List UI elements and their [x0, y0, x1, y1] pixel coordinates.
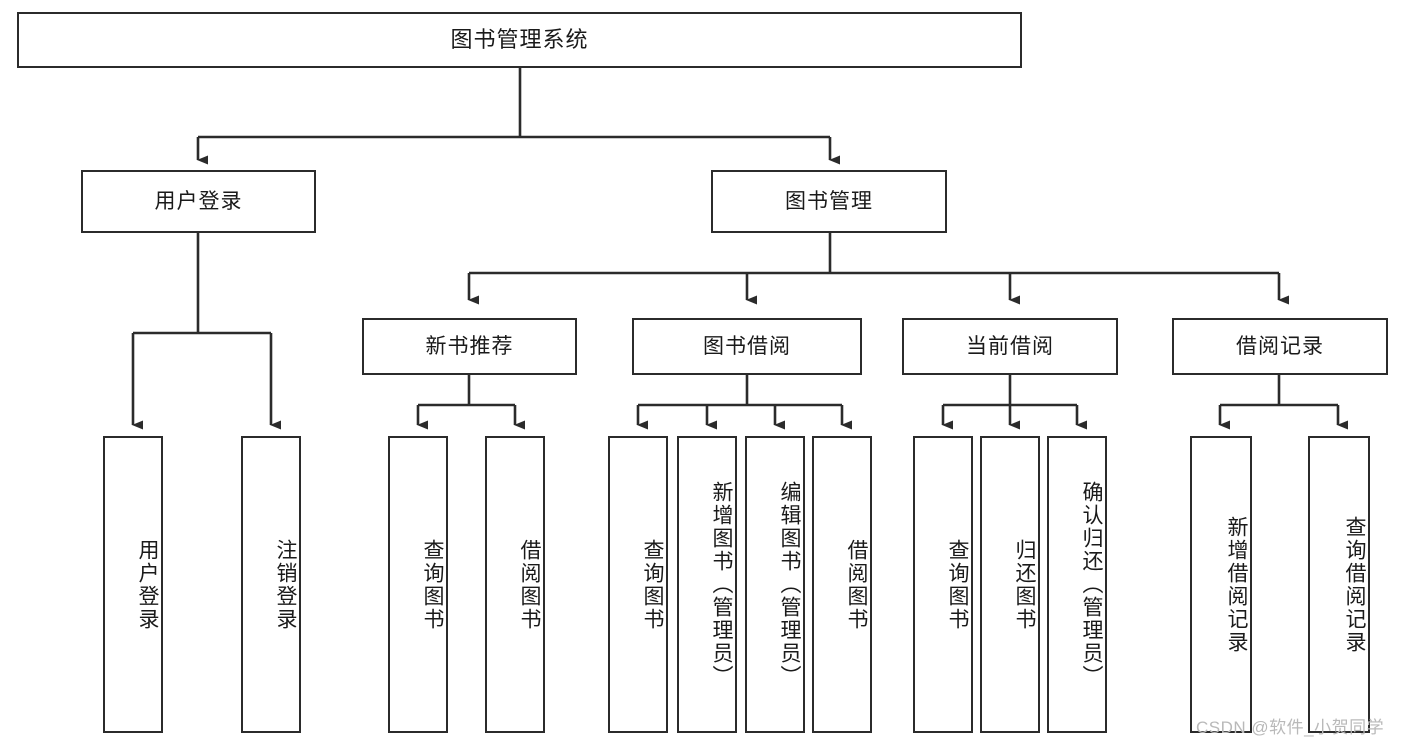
leaf-record-query-record[interactable]: 查询借阅记录 [1308, 436, 1370, 733]
node-label: 查询图书 [421, 538, 444, 631]
node-new-book-recommend[interactable]: 新书推荐 [362, 318, 577, 375]
node-label: 新书推荐 [425, 334, 514, 358]
leaf-recommend-query-book[interactable]: 查询图书 [388, 436, 448, 733]
node-label: 确认归还（管理员） [1080, 481, 1103, 688]
node-user-login[interactable]: 用户登录 [81, 170, 316, 233]
node-label: 新增图书（管理员） [710, 481, 733, 688]
leaf-current-confirm-return-admin[interactable]: 确认归还（管理员） [1047, 436, 1107, 733]
node-label: 图书借阅 [703, 334, 791, 358]
leaf-borrow-borrow-book[interactable]: 借阅图书 [812, 436, 872, 733]
leaf-borrow-add-book-admin[interactable]: 新增图书（管理员） [677, 436, 737, 733]
node-label: 用户登录 [154, 189, 243, 213]
node-current-borrow[interactable]: 当前借阅 [902, 318, 1118, 375]
node-label: 编辑图书（管理员） [778, 481, 801, 688]
leaf-borrow-query-book[interactable]: 查询图书 [608, 436, 668, 733]
leaf-borrow-edit-book-admin[interactable]: 编辑图书（管理员） [745, 436, 805, 733]
leaf-current-query-book[interactable]: 查询图书 [913, 436, 973, 733]
node-borrow-record[interactable]: 借阅记录 [1172, 318, 1388, 375]
node-label: 借阅图书 [845, 538, 868, 631]
node-label: 借阅图书 [518, 538, 541, 631]
node-label: 新增借阅记录 [1225, 515, 1248, 654]
node-label: 查询图书 [946, 538, 969, 631]
node-label: 归还图书 [1013, 538, 1036, 631]
node-root-system[interactable]: 图书管理系统 [17, 12, 1022, 68]
leaf-user-login-logout[interactable]: 注销登录 [241, 436, 301, 733]
leaf-current-return-book[interactable]: 归还图书 [980, 436, 1040, 733]
node-book-borrow[interactable]: 图书借阅 [632, 318, 862, 375]
node-label: 图书管理系统 [450, 26, 589, 52]
node-label: 用户登录 [136, 538, 159, 631]
leaf-recommend-borrow-book[interactable]: 借阅图书 [485, 436, 545, 733]
node-label: 注销登录 [274, 538, 297, 631]
node-book-management[interactable]: 图书管理 [711, 170, 947, 233]
leaf-user-login-login[interactable]: 用户登录 [103, 436, 163, 733]
node-label: 查询图书 [641, 538, 664, 631]
watermark-text: CSDN @软件_小贺同学 [1196, 718, 1385, 737]
node-label: 当前借阅 [966, 334, 1054, 358]
leaf-record-add-record[interactable]: 新增借阅记录 [1190, 436, 1252, 733]
node-label: 图书管理 [785, 189, 873, 213]
node-label: 借阅记录 [1236, 334, 1324, 358]
node-label: 查询借阅记录 [1343, 515, 1366, 654]
